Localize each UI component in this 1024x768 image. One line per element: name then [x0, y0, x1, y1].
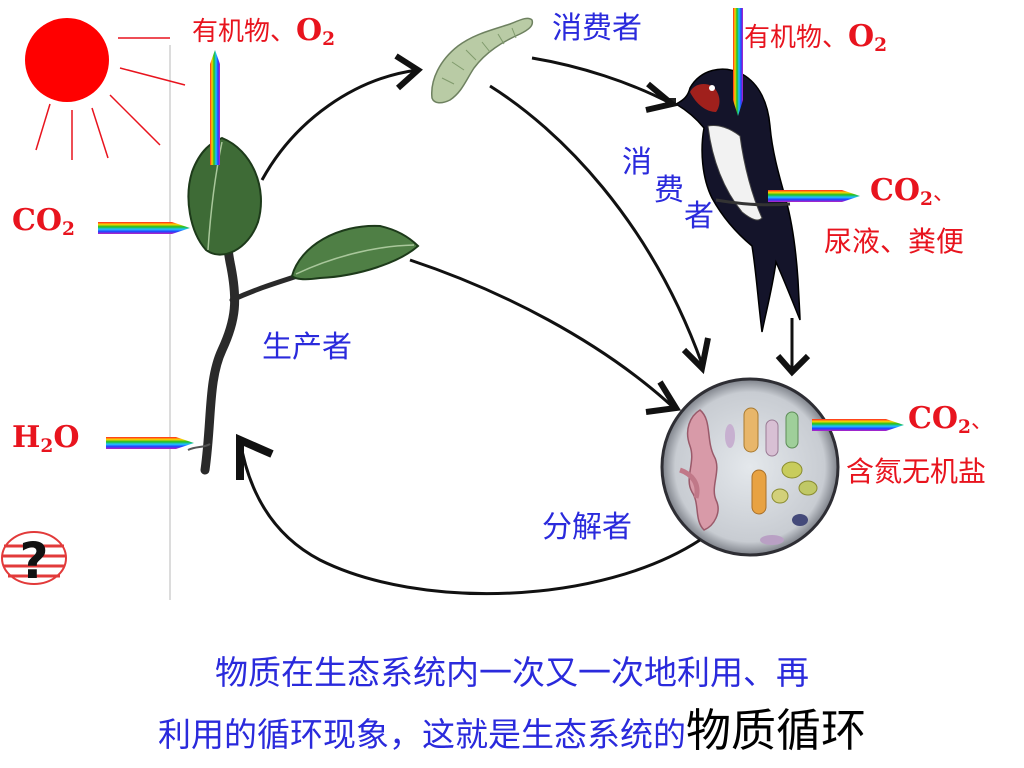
- label-consumer-side-2: 费: [654, 173, 684, 208]
- arrow-plant-to-caterpillar: [260, 68, 419, 181]
- arrow-co2-in: [98, 222, 190, 234]
- svg-text:?: ?: [19, 532, 48, 586]
- arrow-bird-out: [768, 190, 860, 202]
- label-producer: 生产者: [262, 330, 352, 365]
- rainbow-arrows: [98, 8, 904, 449]
- arrow-down-o2-right: [733, 8, 743, 116]
- sun-icon: [25, 18, 186, 160]
- label-bird-co2: CO2、: [870, 173, 955, 211]
- question-mark-icon[interactable]: ?: [0, 530, 70, 586]
- label-h2o-in: H2O: [12, 420, 80, 458]
- arrow-decomposer-out: [812, 419, 904, 431]
- label-organic-o2-right: 有机物、O2: [744, 19, 888, 57]
- arrow-up-o2-left: [210, 50, 220, 165]
- label-nitrogen-salts: 含氮无机盐: [846, 455, 987, 488]
- label-decomposer-co2: CO2、: [908, 401, 993, 439]
- leaf-upper: [187, 136, 262, 256]
- label-decomposer: 分解者: [542, 510, 632, 545]
- caption-line-1: 物质在生态系统内一次又一次地利用、再: [215, 653, 809, 692]
- bird-consumer: [664, 68, 801, 333]
- producer-plant: [187, 136, 420, 475]
- caption-emphasis: 物质循环: [685, 704, 866, 757]
- arrow-caterpillar-to-bird: [531, 56, 673, 106]
- arrow-decomposer-to-plant: [238, 439, 701, 596]
- caption-line-2: 利用的循环现象，这就是生态系统的物质循环: [157, 704, 866, 757]
- decomposer-microbes: [660, 377, 840, 557]
- label-organic-o2-left: 有机物、O2: [192, 13, 336, 51]
- label-consumer-top: 消费者: [552, 11, 642, 46]
- flow-arrows: [236, 53, 811, 596]
- arrow-caterpillar-to-decomposer: [489, 84, 704, 365]
- caterpillar-consumer: [431, 17, 534, 104]
- arrow-leaf-to-decomposer: [409, 258, 676, 410]
- label-co2-in: CO2: [12, 203, 75, 241]
- arrow-h2o-in: [106, 437, 194, 449]
- label-bird-waste: 尿液、粪便: [824, 225, 965, 258]
- label-consumer-side-3: 者: [684, 199, 714, 234]
- label-consumer-side-1: 消: [622, 145, 652, 180]
